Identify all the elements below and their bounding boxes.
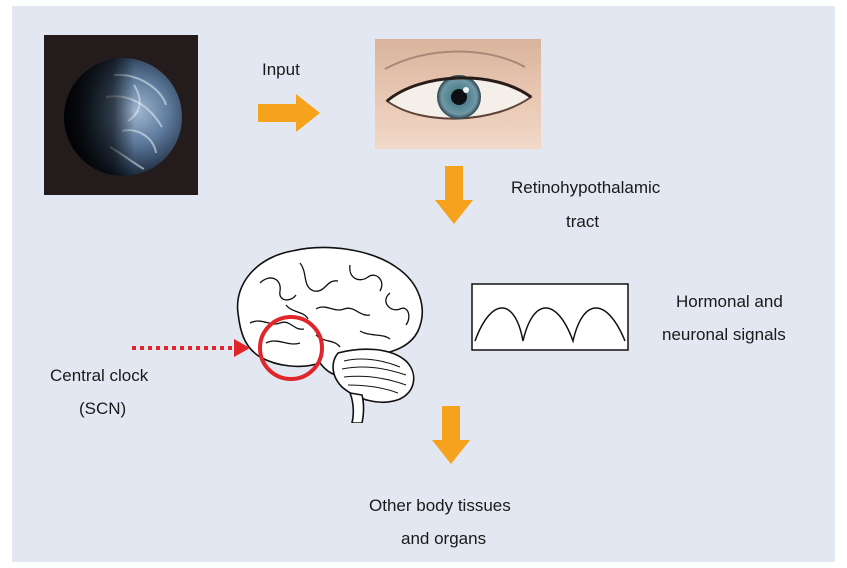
eye-image bbox=[375, 39, 541, 149]
arrow-down-icon bbox=[432, 406, 470, 464]
hormonal-label-line1: Hormonal and bbox=[676, 290, 783, 314]
hormonal-label-line2: neuronal signals bbox=[662, 323, 786, 347]
tissues-label-line2: and organs bbox=[401, 527, 486, 551]
scn-highlight-circle bbox=[256, 313, 326, 383]
central-clock-label-line1: Central clock bbox=[50, 364, 148, 388]
tissues-label-line1: Other body tissues bbox=[369, 494, 511, 518]
scn-pointer-arrow bbox=[130, 336, 252, 360]
earth-image bbox=[44, 35, 198, 195]
arrow-down-icon bbox=[435, 166, 473, 224]
retinohypothalamic-label-line2: tract bbox=[566, 210, 599, 234]
input-label: Input bbox=[262, 58, 300, 82]
retinohypothalamic-label-line1: Retinohypothalamic bbox=[511, 176, 660, 200]
central-clock-label-line2: (SCN) bbox=[79, 397, 126, 421]
circadian-waveform bbox=[471, 283, 629, 351]
arrow-right-icon bbox=[258, 94, 320, 132]
